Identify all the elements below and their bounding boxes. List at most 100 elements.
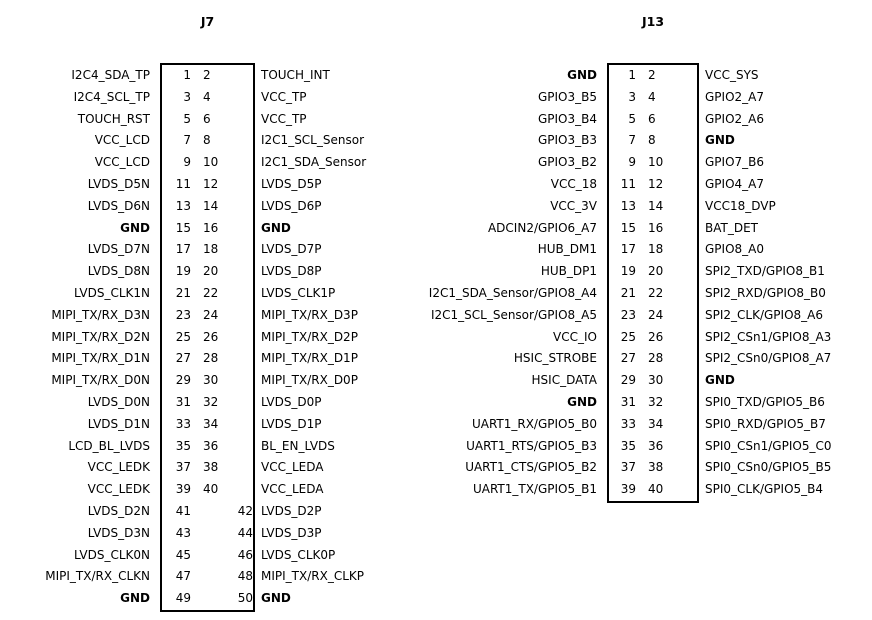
pin-right-label: MIPI_TX/RX_CLKP	[261, 569, 364, 584]
pin-row: LVDS_D8N 19 20 LVDS_D8P	[0, 261, 366, 283]
pin-left-label: GPIO3_B5	[537, 89, 597, 104]
pin-row: LCD_BL_LVDS 35 36 BL_EN_LVDS	[0, 436, 366, 458]
pin-right-label: LVDS_D0P	[261, 394, 322, 409]
pin-right-label: SPI2_CSn1/GPIO8_A3	[705, 329, 832, 344]
pin-right-label: GPIO8_A0	[705, 242, 764, 257]
pin-number-even: 30	[648, 373, 664, 388]
pin-number-odd: 5	[628, 111, 636, 126]
pin-left-label: MIPI_TX/RX_CLKN	[45, 569, 150, 584]
pin-number-even: 50	[237, 591, 253, 606]
pin-row: MIPI_TX/RX_D1N 27 28 MIPI_TX/RX_D1P	[0, 348, 366, 370]
pin-right-label: VCC_SYS	[705, 68, 759, 82]
pin-number-odd: 13	[175, 198, 191, 213]
pin-row: MIPI_TX/RX_D3N 23 24 MIPI_TX/RX_D3P	[0, 305, 366, 327]
pin-number-even: 12	[203, 176, 219, 191]
pin-number-odd: 15	[620, 220, 636, 235]
pin-number-even: 44	[237, 525, 253, 540]
pin-number-even: 36	[648, 438, 664, 453]
pin-number-even: 32	[203, 394, 219, 409]
pin-row: I2C1_SCL_Sensor/GPIO8_A5 23 24 SPI2_CLK/…	[425, 305, 831, 327]
pin-left-label: GND	[120, 220, 150, 235]
pin-number-odd: 47	[175, 569, 191, 584]
pin-right-label: SPI2_CSn0/GPIO8_A7	[705, 351, 832, 366]
pin-right-label: VCC_LEDA	[261, 460, 324, 475]
pin-number-even: 26	[203, 329, 219, 344]
pin-number-even: 36	[203, 438, 219, 453]
pin-left-label: VCC_LCD	[94, 133, 150, 148]
pin-left-label: LVDS_CLK1N	[74, 285, 150, 300]
pin-row: LVDS_D3N 43 44 LVDS_D3P	[0, 523, 366, 545]
pin-number-odd: 35	[620, 438, 636, 453]
pin-left-label: MIPI_TX/RX_D2N	[51, 329, 150, 344]
pin-left-label: GND	[567, 394, 597, 409]
pin-row: I2C4_SDA_TP 1 2 TOUCH_INT	[0, 65, 366, 87]
pin-right-label: SPI0_RXD/GPIO5_B7	[705, 416, 826, 431]
pin-row: GPIO3_B2 9 10 GPIO7_B6	[425, 152, 831, 174]
pin-number-odd: 39	[175, 482, 191, 497]
pin-left-label: LCD_BL_LVDS	[68, 438, 150, 453]
pin-left-label: TOUCH_RST	[77, 111, 150, 126]
pin-number-odd: 7	[628, 133, 636, 148]
pin-row: VCC_18 11 12 GPIO4_A7	[425, 174, 831, 196]
pin-row: VCC_LEDK 37 38 VCC_LEDA	[0, 457, 366, 479]
pin-number-even: 40	[203, 482, 219, 497]
pin-left-label: MIPI_TX/RX_D1N	[51, 351, 150, 366]
pin-right-label: LVDS_D3P	[261, 525, 322, 540]
pin-number-odd: 11	[620, 176, 636, 191]
pin-number-odd: 3	[183, 89, 191, 104]
pin-row: UART1_RTS/GPIO5_B3 35 36 SPI0_CSn1/GPIO5…	[425, 436, 831, 458]
pin-right-label: I2C1_SCL_Sensor	[261, 133, 365, 148]
pin-number-even: 48	[237, 569, 253, 584]
pin-left-label: LVDS_D1N	[87, 416, 150, 431]
pin-number-odd: 7	[183, 133, 191, 148]
pin-right-label: SPI2_CLK/GPIO8_A6	[705, 307, 824, 322]
pin-number-odd: 33	[620, 416, 636, 431]
pin-number-even: 18	[648, 242, 664, 257]
pin-number-even: 26	[648, 329, 664, 344]
pin-right-label: SPI2_TXD/GPIO8_B1	[705, 264, 825, 279]
pin-number-odd: 41	[175, 503, 191, 518]
pin-number-even: 20	[648, 264, 664, 279]
pin-right-label: GPIO4_A7	[705, 176, 764, 191]
pin-number-even: 38	[203, 460, 219, 475]
pin-left-label: I2C4_SDA_TP	[71, 68, 150, 82]
pin-number-odd: 5	[183, 111, 191, 126]
pin-number-even: 4	[648, 89, 656, 104]
pin-number-even: 46	[237, 547, 253, 562]
pin-row: HSIC_DATA 29 30 GND	[425, 370, 831, 392]
pin-number-even: 18	[203, 242, 219, 257]
pin-right-label: TOUCH_INT	[261, 68, 330, 82]
pin-number-even: 10	[203, 155, 219, 170]
pin-right-label: I2C1_SDA_Sensor	[261, 155, 367, 170]
pin-left-label: VCC_IO	[553, 329, 597, 344]
pin-row: LVDS_D0N 31 32 LVDS_D0P	[0, 392, 366, 414]
pin-left-label: GPIO3_B4	[537, 111, 597, 126]
pin-number-even: 14	[203, 198, 219, 213]
pin-number-odd: 45	[175, 547, 191, 562]
pin-number-odd: 25	[175, 329, 191, 344]
pin-number-even: 28	[203, 351, 219, 366]
pin-left-label: VCC_3V	[550, 198, 597, 213]
pin-number-even: 30	[203, 373, 219, 388]
pin-number-even: 6	[648, 111, 656, 126]
pin-row: GND 1 2 VCC_SYS	[425, 65, 831, 87]
pin-right-label: LVDS_D5P	[261, 176, 322, 191]
connector-j7-rows: I2C4_SDA_TP 1 2 TOUCH_INT I2C4_SCL_TP 3 …	[0, 65, 366, 610]
pin-number-even: 22	[203, 285, 219, 300]
pin-number-even: 42	[237, 503, 253, 518]
pin-right-label: LVDS_CLK0P	[261, 547, 336, 562]
pin-left-label: HSIC_STROBE	[513, 351, 597, 366]
pin-row: LVDS_D5N 11 12 LVDS_D5P	[0, 174, 366, 196]
pin-row: TOUCH_RST 5 6 VCC_TP	[0, 109, 366, 131]
pin-row: VCC_LCD 9 10 I2C1_SDA_Sensor	[0, 152, 366, 174]
pin-number-odd: 29	[175, 373, 191, 388]
pin-left-label: VCC_LCD	[94, 155, 150, 170]
pin-number-even: 28	[648, 351, 664, 366]
pin-number-even: 4	[203, 89, 211, 104]
pin-number-even: 24	[203, 307, 219, 322]
pin-left-label: VCC_LEDK	[87, 482, 150, 497]
pin-number-even: 10	[648, 155, 664, 170]
pin-row: VCC_LCD 7 8 I2C1_SCL_Sensor	[0, 130, 366, 152]
pin-right-label: GND	[705, 133, 735, 148]
